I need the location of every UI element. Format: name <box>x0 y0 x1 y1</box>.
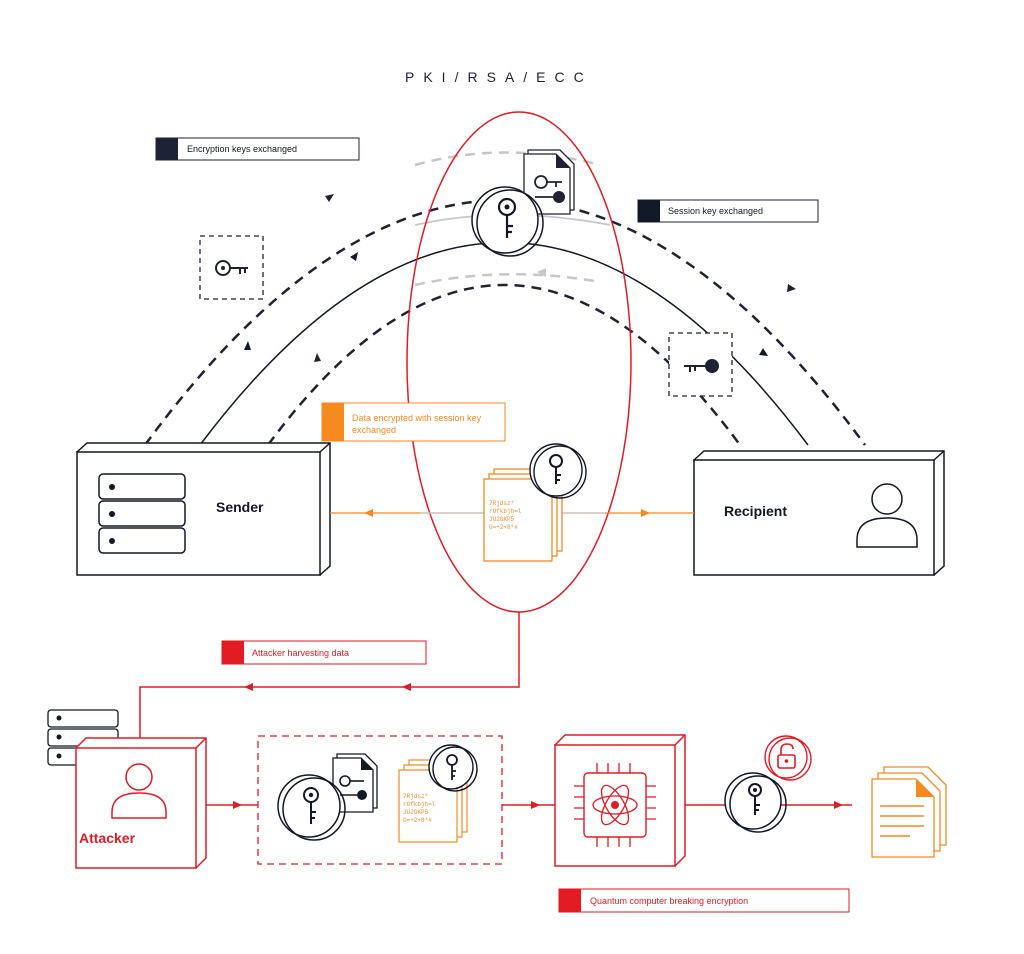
svg-text:7Rjdsz*: 7Rjdsz* <box>403 793 428 800</box>
svg-text:O=+2+8*#: O=+2+8*# <box>403 817 432 824</box>
key-icon <box>684 359 719 373</box>
key-icon <box>446 754 458 780</box>
diagram-title: PKI/RSA/ECC <box>405 69 593 85</box>
svg-text:JU2GKP5: JU2GKP5 <box>489 516 515 523</box>
attacker-label: Attacker <box>79 830 136 846</box>
svg-text:rOfkbjh=l: rOfkbjh=l <box>489 508 522 515</box>
document-icon <box>880 805 924 837</box>
encrypted-documents: 7Rjdsz* rOfkbjh=l JU2GKP5 O=+2+8*# <box>483 443 587 562</box>
key-icon <box>215 260 248 276</box>
key-icon <box>497 197 517 238</box>
svg-text:Attacker harvesting data: Attacker harvesting data <box>252 648 349 658</box>
key-icon <box>748 783 762 815</box>
svg-text:7Rjdsz*: 7Rjdsz* <box>489 500 514 507</box>
sender-label: Sender <box>216 499 264 515</box>
label-quantum-breaking: Quantum computer breaking encryption <box>558 888 850 913</box>
public-key-bundle <box>471 149 575 257</box>
svg-text:Session key exchanged: Session key exchanged <box>668 206 763 216</box>
quantum-computer-node <box>553 734 686 868</box>
key-exchange-box-right <box>668 332 733 397</box>
user-icon <box>111 763 167 819</box>
attacker-node: Attacker <box>74 737 207 870</box>
recipient-node: Recipient <box>692 450 945 576</box>
svg-text:rOfkbjh=l: rOfkbjh=l <box>403 801 436 808</box>
decrypted-documents <box>871 766 947 858</box>
label-keys-exchanged: Encryption keys exchanged <box>155 137 360 161</box>
harvest-line <box>139 612 520 738</box>
label-data-encrypted: Data encrypted with session key exchange… <box>321 402 506 442</box>
svg-text:Encryption keys exchanged: Encryption keys exchanged <box>187 144 297 154</box>
svg-text:JU2GKP5: JU2GKP5 <box>403 809 429 816</box>
key-exchange-box-left <box>199 235 264 300</box>
recipient-label: Recipient <box>724 503 787 519</box>
sender-node: Sender <box>75 442 331 576</box>
svg-text:Quantum computer breaking encr: Quantum computer breaking encryption <box>590 896 748 906</box>
key-icon <box>549 454 563 484</box>
broken-key <box>724 735 812 833</box>
svg-text:exchanged: exchanged <box>352 425 396 435</box>
svg-text:O=+2+8*#: O=+2+8*# <box>489 524 518 531</box>
label-attacker-harvesting: Attacker harvesting data <box>221 640 427 665</box>
user-icon <box>856 483 918 548</box>
atom-chip-icon <box>574 763 656 847</box>
unlock-icon <box>777 743 796 769</box>
harvested-data-box: 7Rjdsz* rOfkbjh=l JU2GKP5 O=+2+8*# <box>257 735 503 865</box>
key-icon <box>303 787 319 824</box>
server-icon <box>98 473 186 554</box>
label-session-key: Session key exchanged <box>637 199 819 223</box>
data-return-arc <box>266 283 742 446</box>
svg-text:Data encrypted with session ke: Data encrypted with session key <box>352 413 482 423</box>
